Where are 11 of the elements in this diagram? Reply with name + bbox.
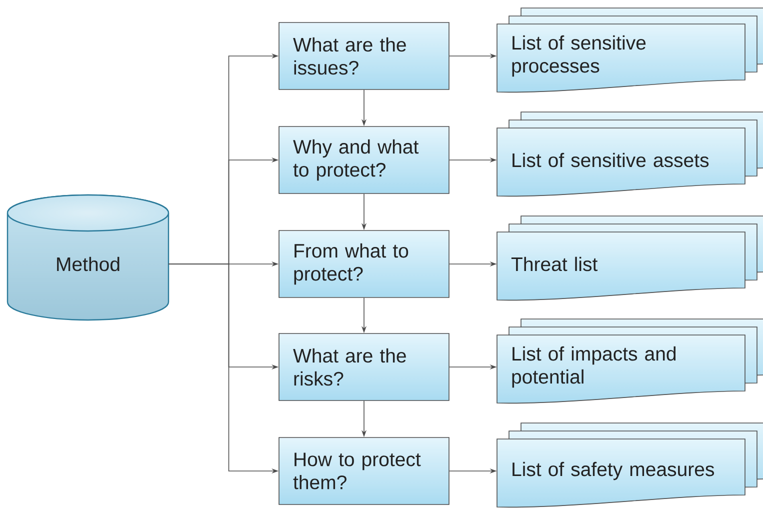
process-box: What are the issues? <box>278 22 450 90</box>
document-stack: List of sensitive processes <box>496 8 763 93</box>
document-stack: List of safety measures <box>496 422 763 508</box>
process-box: From what to protect? <box>278 230 450 298</box>
cylinder: Method <box>6 194 170 321</box>
process-box: What are the risks? <box>278 333 450 401</box>
document-stack: Threat list <box>496 216 763 301</box>
document-stack: List of sensitive assets <box>496 112 763 197</box>
process-box: Why and what to protect? <box>278 126 450 194</box>
process-box: How to protect them? <box>278 437 450 505</box>
document-stack: List of impacts and potential <box>496 318 763 404</box>
